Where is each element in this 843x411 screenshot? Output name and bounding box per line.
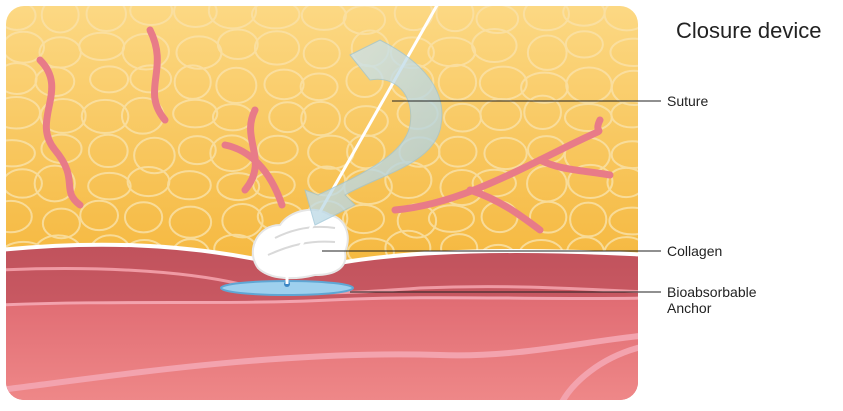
anchor-label-line2: Anchor bbox=[667, 300, 711, 316]
anchor-label-line1: Bioabsorbable bbox=[667, 284, 757, 300]
suture-label: Suture bbox=[667, 93, 708, 109]
collagen-label: Collagen bbox=[667, 243, 722, 259]
diagram-title: Closure device bbox=[676, 18, 822, 44]
artery-lumen bbox=[0, 298, 650, 406]
